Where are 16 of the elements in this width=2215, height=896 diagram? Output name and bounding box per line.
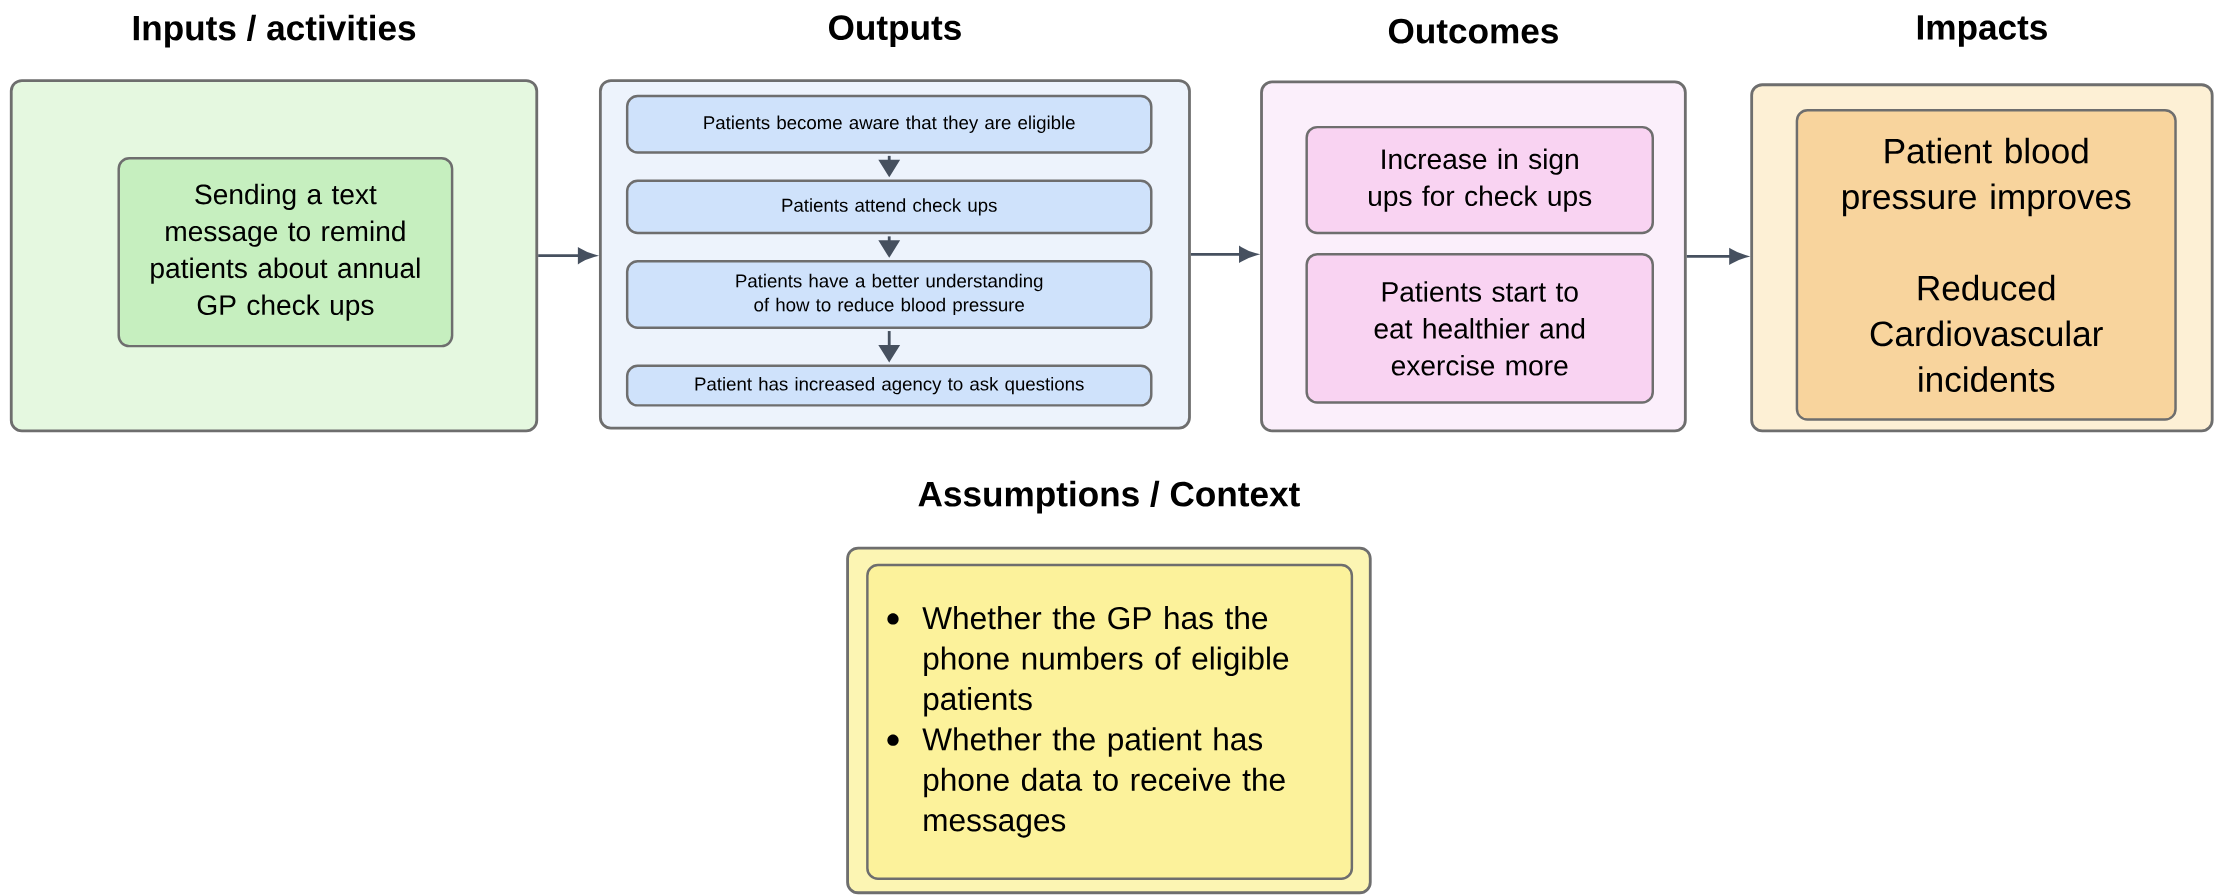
panel-heading: Assumptions / Context bbox=[918, 480, 1300, 514]
text-box: Patients start to eat healthier and exercise more bbox=[1305, 253, 1654, 404]
text-box: Patients attend check ups bbox=[625, 179, 1153, 235]
text-box: Patients become aware that they are eligible bbox=[625, 94, 1153, 154]
arrow bbox=[1190, 246, 1257, 262]
text-box: Patients have a better understanding of how to reduce blood pressure bbox=[625, 260, 1153, 329]
panel-heading: Inputs / activities bbox=[133, 14, 416, 48]
text-box: Sending a text message to remind patients about annual GP check ups bbox=[117, 157, 454, 348]
panel-heading: Outcomes bbox=[1388, 18, 1558, 44]
bullet-list-box: Whether the GP has the phone numbers of eligible patients Whether the patient has phone data to receive the messages bbox=[866, 563, 1354, 880]
text-box: Increase in sign ups for check ups bbox=[1305, 125, 1654, 235]
arrow bbox=[538, 248, 596, 264]
text-box: Patient blood pressure improves Reduced Cardiovascular incidents bbox=[1795, 108, 2177, 421]
panel-heading: Impacts bbox=[1917, 15, 2047, 47]
text-box: Patient has increased agency to ask questions bbox=[625, 364, 1153, 407]
panel-heading: Outputs bbox=[829, 15, 961, 47]
